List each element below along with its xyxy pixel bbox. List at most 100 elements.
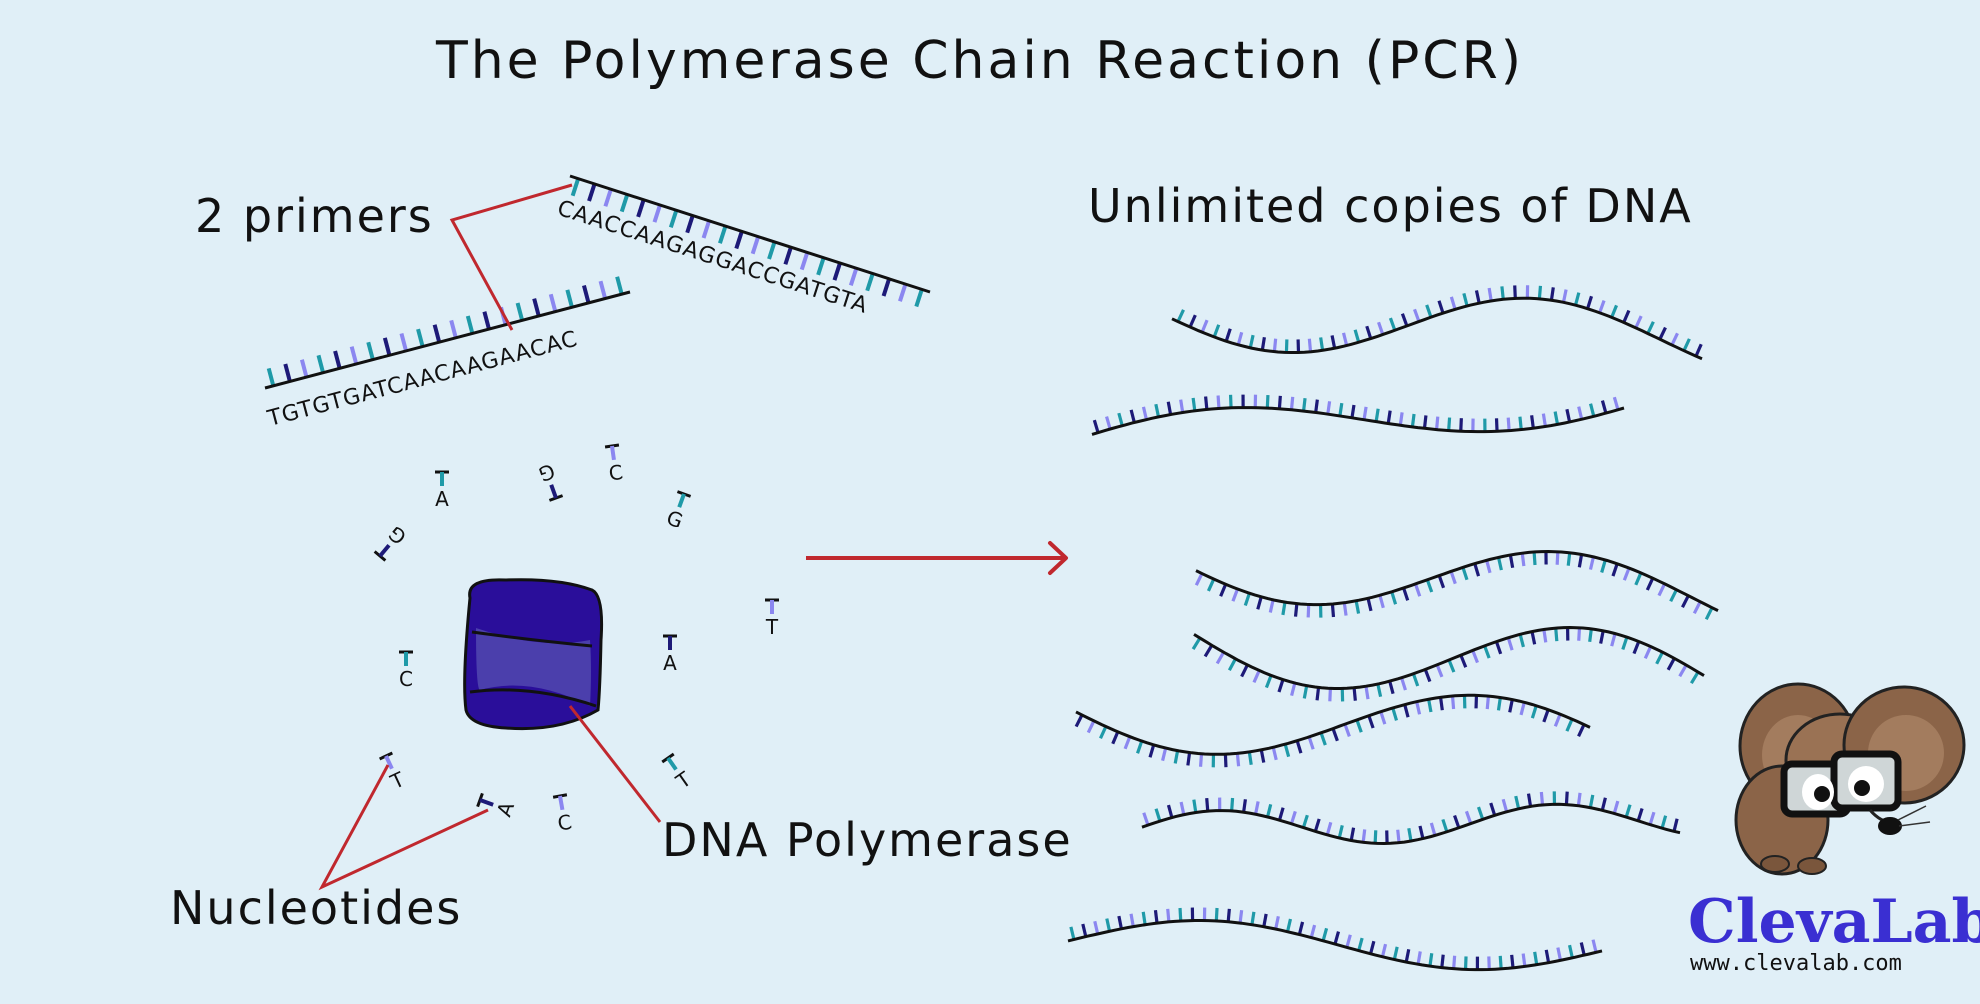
dna-strand-base: [1129, 409, 1136, 423]
primers-pointer: [449, 183, 573, 331]
primers-label: 2 primers: [195, 189, 434, 243]
nucleotide-letter: C: [399, 667, 413, 691]
dna-strand-base: [1434, 416, 1440, 430]
dna-strand-base: [1219, 583, 1228, 597]
primer-upper-base: [734, 230, 744, 250]
dna-strand-base: [1259, 749, 1266, 763]
dna-strand-base: [1307, 736, 1315, 750]
dna-strand-backbone: [1193, 625, 1705, 690]
dna-strand-base: [1427, 698, 1433, 713]
dna-strand-base: [1600, 559, 1607, 573]
dna-strand-base: [1321, 927, 1329, 942]
dna-strand-base: [1277, 807, 1285, 821]
dna-strand-base: [1425, 579, 1434, 593]
dna-strand-base: [1377, 321, 1385, 336]
dna-strand-base: [1449, 570, 1457, 585]
dna-strand-base: [1506, 637, 1514, 651]
dna-strand-base: [1357, 937, 1364, 952]
copies-label: Unlimited copies of DNA: [1088, 179, 1693, 233]
dna-strand-base: [1588, 556, 1595, 570]
dna-strand-base: [1188, 314, 1197, 328]
dna-strand-base: [1297, 921, 1305, 935]
dna-strand-base: [1610, 633, 1617, 647]
dna-strand-base: [1379, 711, 1387, 725]
dna-strand-base: [1265, 395, 1270, 409]
dna-strand: [1141, 791, 1681, 846]
dna-strand-base: [1621, 636, 1629, 650]
dna-strand-backbone: [1067, 919, 1603, 972]
nucleotide: A: [663, 634, 677, 675]
primer-lower-base: [416, 328, 425, 348]
primer-upper-base: [783, 246, 793, 265]
dna-strand-base: [1331, 728, 1339, 742]
dna-strand-base: [1658, 326, 1667, 340]
dna-strand-base: [1223, 754, 1228, 768]
dna-strand-base: [1198, 753, 1204, 767]
dna-strand-base: [1129, 913, 1135, 927]
dna-strand-base: [1610, 304, 1619, 318]
nucleotide: G: [373, 521, 411, 562]
nucleotide: A: [476, 792, 519, 820]
dna-strand-base: [1670, 332, 1679, 346]
dna-strand-base: [1307, 338, 1313, 352]
dna-strand-base: [1577, 554, 1584, 568]
dna-strand-base: [1333, 931, 1341, 945]
dna-strand-base: [1660, 815, 1668, 829]
nucleotide: C: [399, 650, 413, 691]
dna-strand-base: [1541, 413, 1547, 427]
dna-strand-base: [1272, 338, 1278, 352]
dna-strand-base: [1449, 296, 1457, 310]
nucleotide: G: [535, 459, 564, 502]
dna-strand-base: [1487, 287, 1493, 302]
dna-strand-base: [1227, 658, 1237, 672]
dna-strand-base: [1203, 644, 1214, 658]
nucleotide: C: [552, 793, 574, 836]
dna-strand-base: [1533, 951, 1539, 965]
dna-strand-base: [1413, 583, 1422, 597]
nucleotides-label: Nucleotides: [170, 881, 462, 935]
nucleotide: T: [661, 752, 696, 794]
dna-strand-base: [1354, 600, 1361, 614]
dna-strand: [1171, 285, 1703, 361]
dna-strand-base: [1260, 336, 1266, 351]
primer-lower-backbone: [264, 290, 631, 390]
dna-strand-base: [1549, 287, 1555, 301]
dna-strand-base: [1471, 649, 1479, 664]
dna-strand-base: [1364, 685, 1370, 700]
dna-strand-base: [1302, 685, 1309, 699]
primer-lower-base: [598, 280, 608, 300]
dna-strand-base: [1391, 707, 1399, 721]
dna-strand-base: [1342, 602, 1348, 616]
dna-strand-base: [1489, 802, 1497, 816]
dna-strand-base: [1086, 720, 1096, 734]
dna-strand-base: [1611, 563, 1619, 577]
dna-strand-base: [1521, 953, 1527, 967]
dna-strand-base: [1374, 408, 1380, 422]
dna-strand-base: [1636, 807, 1644, 822]
dna-strand-base: [1441, 818, 1449, 833]
primer-lower-base: [515, 302, 525, 321]
primer-upper-base: [587, 183, 597, 202]
dna-strand-base: [1411, 673, 1420, 687]
dna-strand-base: [1565, 408, 1572, 423]
dna-strand-base: [1452, 955, 1457, 969]
dna-strand-base: [1579, 942, 1586, 956]
dna-strand-base: [1247, 751, 1253, 765]
dna-strand-base: [1586, 295, 1594, 310]
dna-strand-base: [1561, 289, 1568, 303]
dna-strand-backbone: [1075, 693, 1591, 756]
dna-strand-base: [1386, 410, 1392, 424]
dna-strand-base: [1498, 955, 1503, 969]
dna-strand: [1091, 394, 1625, 436]
dna-strand-base: [1508, 554, 1515, 569]
dna-strand-base: [1624, 804, 1632, 818]
dna-strand-base: [1343, 723, 1351, 738]
dna-strand-base: [1542, 709, 1550, 723]
dna-strand-base: [1646, 321, 1655, 335]
dna-strand-base: [1361, 829, 1367, 843]
dna-strand-base: [1392, 946, 1399, 960]
dna-strand-base: [1290, 682, 1297, 697]
primer-lower-base: [366, 341, 375, 361]
dna-strand-base: [1599, 630, 1605, 644]
dna-strand-base: [1148, 744, 1156, 758]
